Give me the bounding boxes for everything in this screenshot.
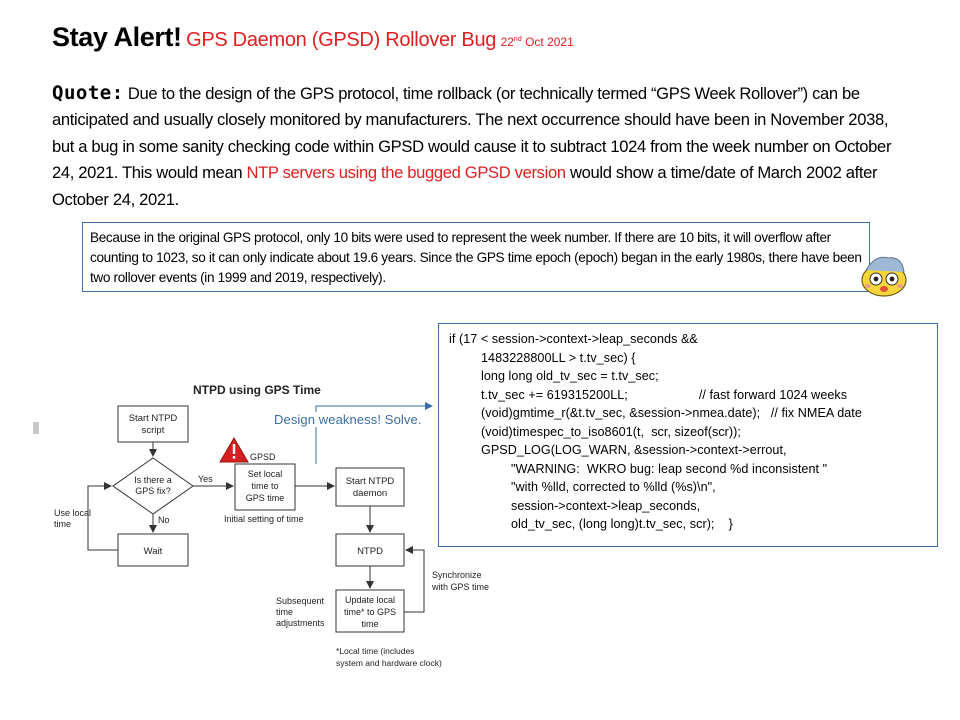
title-subtitle: GPS Daemon (GPSD) Rollover Bug <box>186 29 497 51</box>
yes-label: Yes <box>198 474 213 484</box>
title-main: Stay Alert! <box>52 22 182 52</box>
explanation-box: Because in the original GPS protocol, on… <box>82 222 870 292</box>
sync-label-1: Synchronize <box>432 570 482 580</box>
code-line: (void)gmtime_r(&t.tv_sec, &session->nmea… <box>481 406 862 420</box>
flowchart-title: NTPD using GPS Time <box>193 383 321 397</box>
start-daemon-label-2: daemon <box>353 488 387 499</box>
use-local-label-1: Use local <box>54 508 91 518</box>
design-weakness-annotation: Design weakness! Solve. <box>274 412 422 427</box>
start-daemon-box <box>335 467 405 507</box>
subsequent-label-3: adjustments <box>276 618 325 628</box>
code-line: t.tv_sec += 619315200LL; // fast forward… <box>481 387 848 402</box>
code-line: GPSD_LOG(LOG_WARN, &session->context->er… <box>481 443 787 457</box>
slide-title: Stay Alert! GPS Daemon (GPSD) Rollover B… <box>52 24 574 51</box>
no-label: No <box>158 515 170 525</box>
footnote-1: *Local time (includes <box>336 646 414 656</box>
code-line: long long old_tv_sec = t.tv_sec; <box>481 369 659 383</box>
mascot-icon <box>858 252 910 298</box>
initial-setting-label: Initial setting of time <box>224 514 304 524</box>
set-local-label-1: Set local <box>248 469 283 479</box>
decision-label-1: Is there a <box>134 475 172 485</box>
ntpd-flowchart: NTPD using GPS Time Start NTPD script Is… <box>48 376 508 676</box>
use-local-label-2: time <box>54 519 71 529</box>
ntpd-box <box>335 533 405 567</box>
quote-paragraph: Quote: Due to the design of the GPS prot… <box>52 80 912 213</box>
quote-text-1: Due to the design of the GPS protocol, t… <box>52 84 892 183</box>
code-line: 1483228800LL > t.tv_sec) { <box>481 350 636 365</box>
quote-text-2: would show a time/date of March 2002 aft… <box>52 163 878 209</box>
warning-triangle-icon <box>219 437 249 463</box>
wait-label: Wait <box>144 546 163 557</box>
update-label-3: time <box>361 619 378 629</box>
wait-box <box>117 533 189 567</box>
quote-label: Quote: <box>52 82 124 104</box>
update-label-1: Update local <box>345 595 395 605</box>
sync-label-2: with GPS time <box>431 582 489 592</box>
start-script-box <box>117 405 189 443</box>
code-line: "WARNING: WKRO bug: leap second %d incon… <box>511 461 828 476</box>
subsequent-label-1: Subsequent <box>276 596 325 606</box>
set-local-time-box <box>234 463 296 511</box>
code-line: if (17 < session->context->leap_seconds … <box>449 332 698 346</box>
code-snippet-box: if (17 < session->context->leap_seconds … <box>438 323 938 547</box>
code-line: old_tv_sec, (long long)t.tv_sec, scr); } <box>511 517 733 531</box>
code-line: (void)timespec_to_iso8601(t, scr, sizeof… <box>481 424 741 439</box>
set-local-label-2: time to <box>251 481 278 491</box>
code-line: session->context->leap_seconds, <box>511 498 701 513</box>
start-script-label-2: script <box>142 425 165 436</box>
annotation-arrow <box>315 402 433 464</box>
update-local-time-box <box>335 589 405 633</box>
ntpd-label: NTPD <box>357 546 383 557</box>
update-label-2: time* to GPS <box>344 607 396 617</box>
footnote-2: system and hardware clock) <box>336 658 442 668</box>
start-script-label-1: Start NTPD <box>129 413 178 424</box>
start-daemon-label-1: Start NTPD <box>346 476 395 487</box>
title-date: 22nd Oct 2021 <box>500 35 574 49</box>
gpsd-label: GPSD <box>250 452 276 462</box>
explanation-text: Because in the original GPS protocol, on… <box>90 230 862 285</box>
quote-text-highlight: NTP servers using the bugged GPSD versio… <box>246 163 566 183</box>
set-local-label-3: GPS time <box>246 493 285 503</box>
decision-label-2: GPS fix? <box>135 486 171 496</box>
slide-marker <box>33 422 39 434</box>
subsequent-label-2: time <box>276 607 293 617</box>
code-line: "with %lld, corrected to %lld (%s)\n", <box>511 480 716 494</box>
